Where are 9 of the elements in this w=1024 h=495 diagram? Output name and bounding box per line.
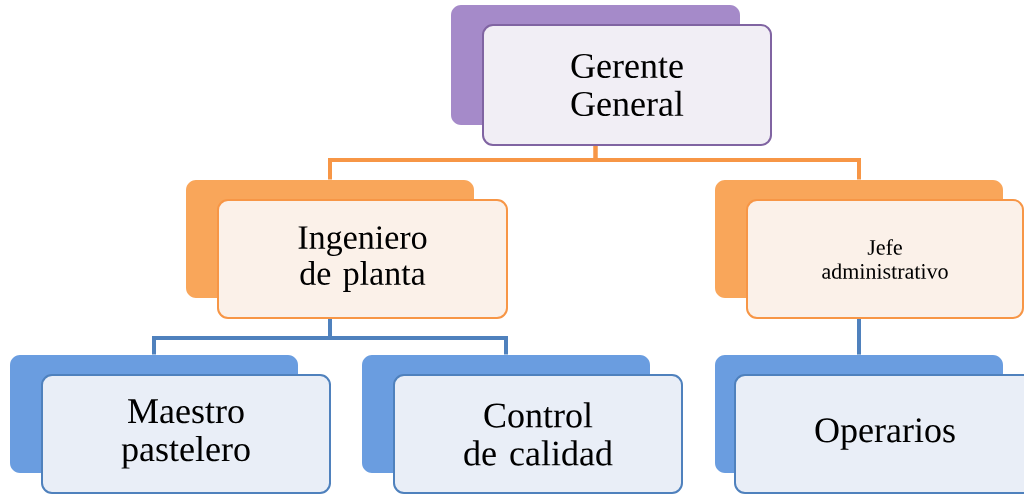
connector-line (857, 319, 861, 355)
org-box: Control de calidad (362, 355, 683, 494)
org-box: Maestro pastelero (10, 355, 331, 494)
org-box: Ingeniero de planta (186, 180, 508, 319)
org-box: Jefe administrativo (715, 180, 1024, 319)
connector-line (593, 146, 861, 180)
connector-line (328, 319, 508, 355)
org-box: Operarios (715, 355, 1024, 494)
org-box: Gerente General (451, 5, 772, 146)
